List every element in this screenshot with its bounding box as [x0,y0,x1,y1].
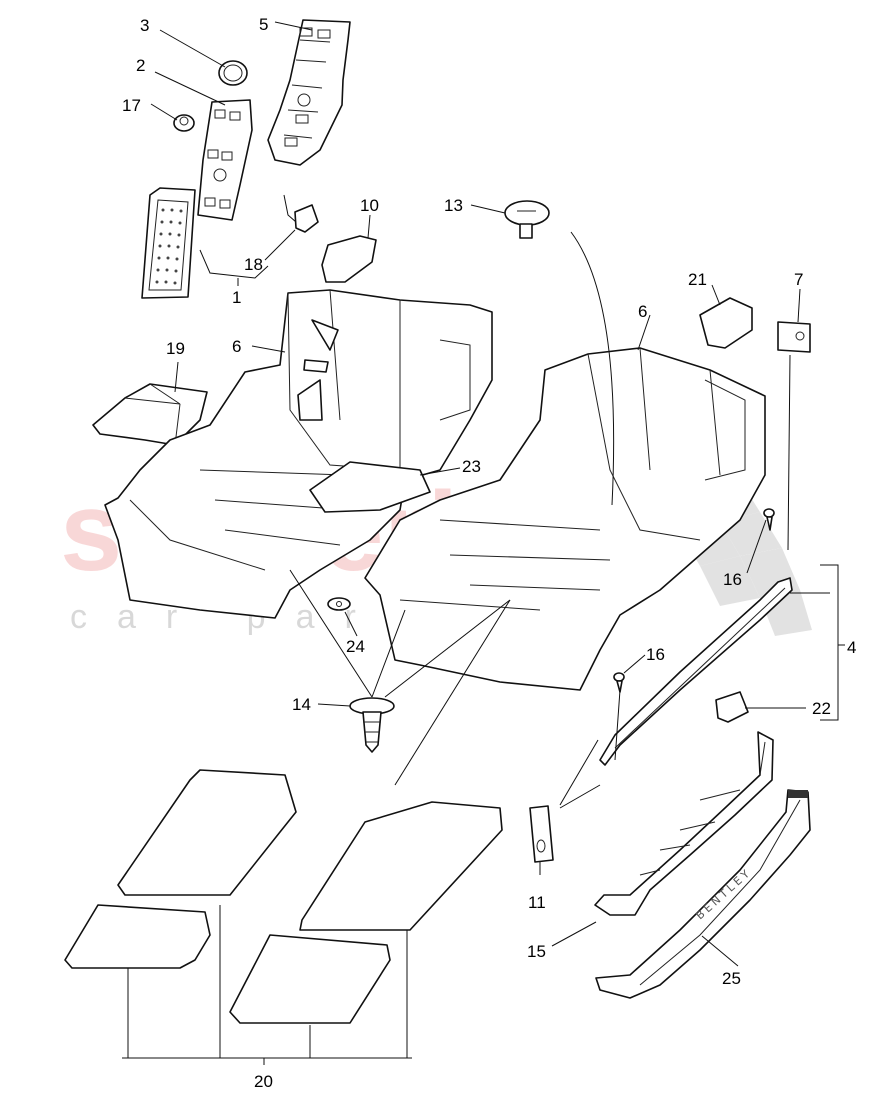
leader-lines [122,21,845,1065]
callout-14: 14 [292,695,311,714]
callout-25: 25 [722,969,741,988]
part-24-washer [327,597,351,611]
callout-11: 11 [528,893,546,912]
part-16-screw-lower [613,672,625,693]
part-21-cover [699,297,753,349]
callout-4: 4 [847,638,856,657]
part-14-clip-fastener [349,697,395,753]
part-6-front-carpet [104,289,493,619]
callout-17: 17 [122,96,141,115]
part-22-clip [715,691,749,723]
part-15-sill-trim [594,731,774,916]
part-16-screw-upper [763,508,775,531]
part-18-clip [294,204,319,233]
callout-3: 3 [140,16,149,35]
part-4-sill-moulding [599,577,793,766]
callout-1: 1 [232,288,241,307]
part-20-floor-mats [64,769,503,1024]
callout-18: 18 [244,255,263,274]
part-13-plug [504,200,550,239]
callout-23: 23 [462,457,481,476]
callout-10: 10 [360,196,379,215]
part-2-pedal-plate [197,99,253,221]
callout-7: 6 [638,302,647,321]
callout-9: 7 [794,270,803,289]
callout-2: 2 [136,56,145,75]
part-17-nut [173,114,195,132]
callout-21: 21 [688,270,707,289]
callout-16a: 16 [723,570,742,589]
callout-5: 5 [259,15,268,34]
part-9-bracket [777,321,811,353]
part-7-rear-carpet [364,347,766,691]
part-25-sill-plate: BENTLEY [595,789,811,999]
callout-16b: 16 [646,645,665,664]
callout-22: 22 [812,699,831,718]
part-11-bracket [529,805,554,863]
part-10-pad [321,235,377,283]
part-5-pedal-bracket [267,19,351,166]
callout-13: 13 [444,196,463,215]
part-23-tunnel-cover [309,461,431,513]
callout-labels: 3 2 17 5 10 13 18 1 21 7 6 19 6 23 16 24… [122,15,856,1091]
callout-19: 19 [166,339,185,358]
callout-20: 20 [254,1072,273,1091]
part-1-pedal-pad [141,187,196,299]
callout-6: 6 [232,337,241,356]
callout-24: 24 [346,637,365,656]
part-3-grommet [218,60,248,86]
callout-15: 15 [527,942,546,961]
